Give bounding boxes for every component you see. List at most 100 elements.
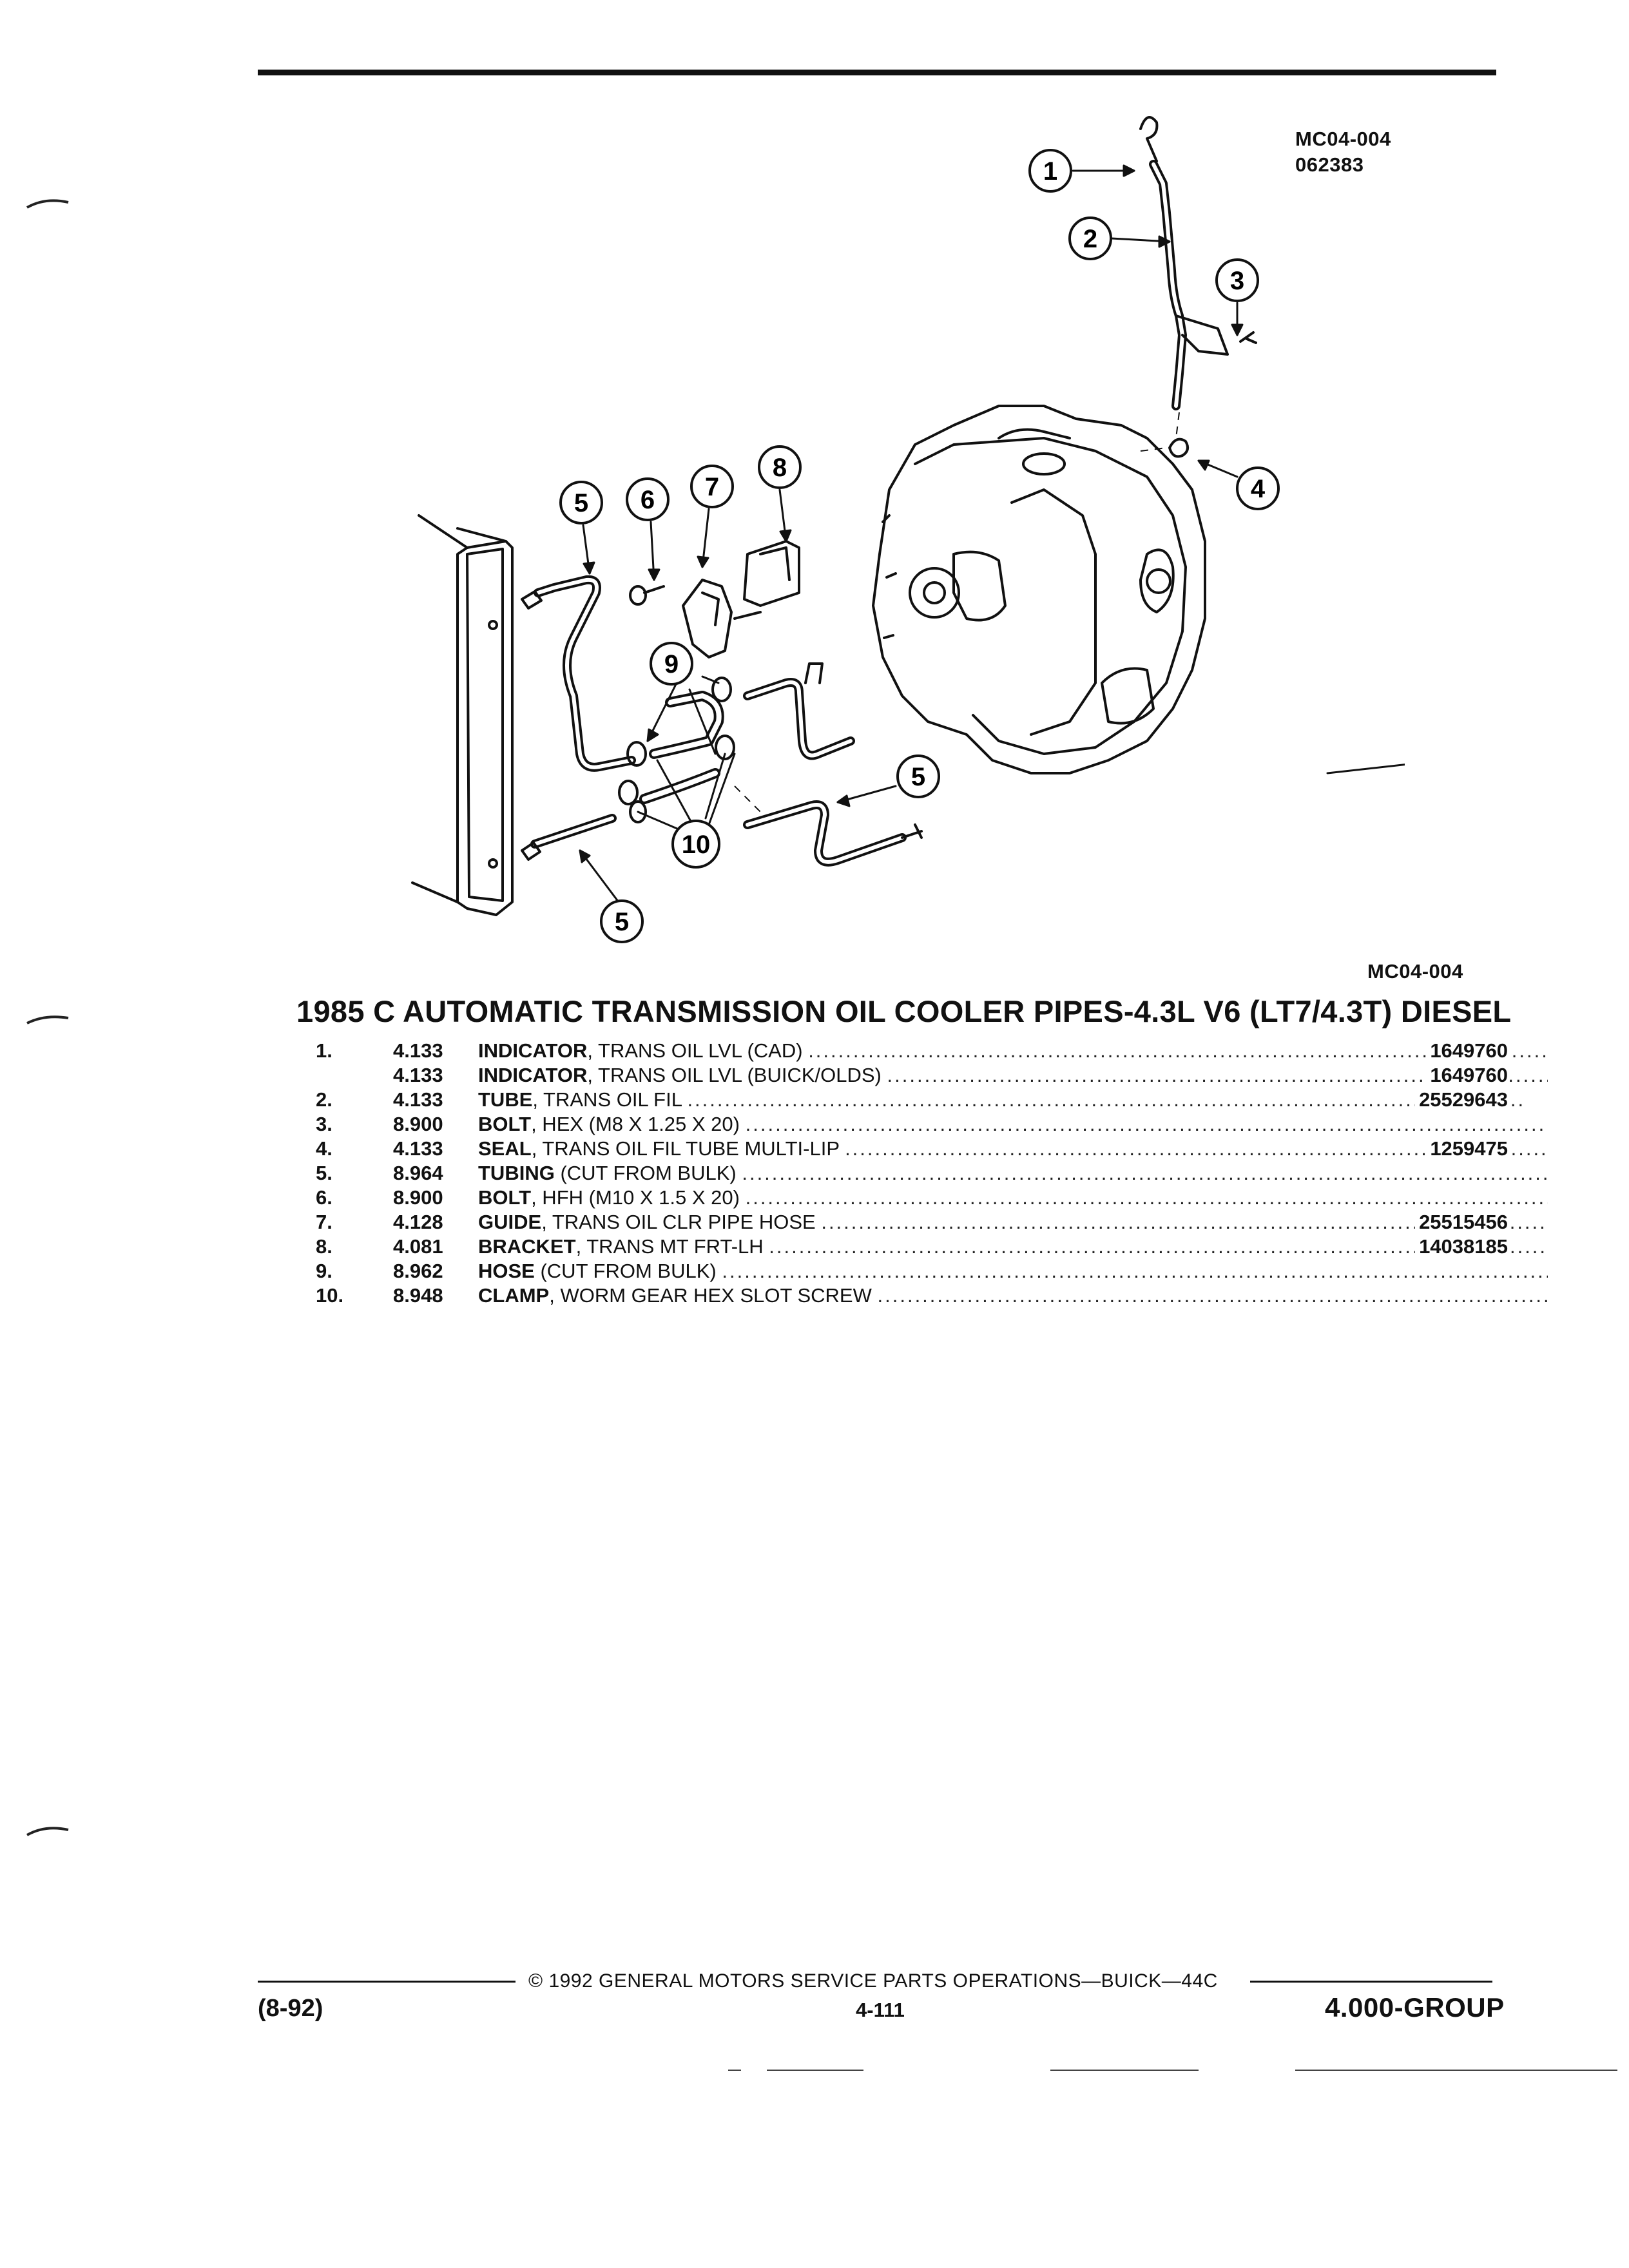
item-number: 4.	[316, 1137, 333, 1160]
figure-date-code: 062383	[1295, 153, 1364, 176]
callout-4: 4	[1236, 466, 1280, 510]
group-number: 8.964	[393, 1162, 443, 1184]
svg-text:6: 6	[641, 486, 655, 514]
callout-5: 5	[896, 754, 940, 798]
svg-text:5: 5	[911, 763, 925, 791]
cooler-line-upper	[521, 575, 636, 772]
list-item: 7. 4.128 GUIDE, TRANS OIL CLR PIPE HOSE …	[296, 1210, 1548, 1235]
callout-1: 1	[1028, 149, 1072, 193]
scan-line	[767, 2070, 863, 2071]
margin-mark	[26, 1015, 69, 1024]
callout-9: 9	[650, 642, 693, 686]
item-number: 5.	[316, 1162, 333, 1184]
svg-text:5: 5	[574, 489, 588, 517]
alignment-dashes	[734, 412, 1180, 812]
item-description: INDICATOR, TRANS OIL LVL (BUICK/OLDS) ..…	[478, 1064, 1548, 1086]
scan-line	[1050, 2070, 1199, 2071]
part-number: 14038185	[1415, 1235, 1508, 1259]
item-description: CLAMP, WORM GEAR HEX SLOT SCREW ........…	[478, 1284, 1548, 1307]
svg-text:5: 5	[615, 908, 629, 936]
item-description: BRACKET, TRANS MT FRT-LH ...............…	[478, 1235, 1548, 1258]
scan-line	[1295, 2070, 1617, 2071]
item-number: 10.	[316, 1284, 344, 1307]
item-description: GUIDE, TRANS OIL CLR PIPE HOSE .........…	[478, 1211, 1548, 1233]
svg-text:1: 1	[1043, 157, 1057, 186]
callout-10: 10	[671, 820, 720, 869]
list-item: 2. 4.133 TUBE, TRANS OIL FIL ...........…	[296, 1088, 1523, 1112]
svg-text:7: 7	[705, 473, 719, 501]
item-number: 6.	[316, 1186, 333, 1209]
item-description: INDICATOR, TRANS OIL LVL (CAD) .........…	[478, 1039, 1548, 1062]
radiator-illustration	[411, 514, 514, 916]
figure-code-top: MC04-004	[1295, 128, 1391, 150]
svg-text:3: 3	[1230, 267, 1244, 295]
cooler-line-lower	[521, 814, 617, 861]
hoses	[639, 691, 724, 804]
svg-text:10: 10	[682, 831, 711, 859]
group-number: 4.133	[393, 1064, 443, 1086]
group-label: 4.000-GROUP	[1325, 1992, 1505, 2023]
list-item: 5. 8.964 TUBING (CUT FROM BULK) ........…	[296, 1161, 1548, 1186]
item-number: 7.	[316, 1211, 333, 1233]
part-number: 25529643	[1415, 1088, 1508, 1112]
list-item: 9. 8.962 HOSE (CUT FROM BULK) ..........…	[296, 1259, 1548, 1283]
group-number: 4.081	[393, 1235, 443, 1258]
svg-text:4: 4	[1251, 475, 1266, 503]
part-number: 1259475	[1426, 1137, 1508, 1161]
fill-tube-assembly	[1139, 116, 1257, 458]
guide-bolt-bracket	[629, 540, 800, 658]
item-number: 1.	[316, 1039, 333, 1062]
footer-rule-right	[1250, 1981, 1492, 1983]
list-item: 4.133 INDICATOR, TRANS OIL LVL (BUICK/OL…	[296, 1063, 1548, 1088]
list-item: 1. 4.133 INDICATOR, TRANS OIL LVL (CAD) …	[296, 1039, 1548, 1063]
parts-list: 1. 4.133 INDICATOR, TRANS OIL LVL (CAD) …	[296, 1039, 1548, 1308]
copyright-line: © 1992 GENERAL MOTORS SERVICE PARTS OPER…	[528, 1970, 1218, 1992]
callout-3: 3	[1215, 258, 1259, 302]
callouts: 1 2 3 4 5 6 7 8 9 10 5 5	[559, 149, 1280, 943]
list-item: 4. 4.133 SEAL, TRANS OIL FIL TUBE MULTI-…	[296, 1137, 1548, 1161]
part-number: 25515456	[1415, 1210, 1508, 1235]
group-number: 8.948	[393, 1284, 443, 1307]
callout-6: 6	[626, 477, 670, 521]
group-number: 4.128	[393, 1211, 443, 1233]
figure-code-bottom: MC04-004	[1367, 960, 1463, 983]
item-description: BOLT, HFH (M10 X 1.5 X 20) .............…	[478, 1186, 1548, 1209]
transmission-case	[872, 405, 1206, 774]
item-number: 9.	[316, 1260, 333, 1282]
item-number: 2.	[316, 1088, 333, 1111]
group-number: 4.133	[393, 1039, 443, 1062]
transmission-pipes	[743, 662, 923, 867]
callout-7: 7	[690, 465, 734, 508]
margin-mark	[26, 1827, 69, 1836]
list-item: 3. 8.900 BOLT, HEX (M8 X 1.25 X 20) ....…	[296, 1112, 1548, 1137]
margin-mark	[26, 199, 69, 209]
section-title: 1985 C AUTOMATIC TRANSMISSION OIL COOLER…	[296, 994, 1512, 1028]
callout-8: 8	[758, 445, 802, 489]
part-number: 1649760	[1426, 1039, 1508, 1063]
revision-date: (8-92)	[258, 1995, 323, 2022]
svg-text:2: 2	[1083, 225, 1097, 253]
part-number: 1649760	[1426, 1063, 1508, 1088]
list-item: 6. 8.900 BOLT, HFH (M10 X 1.5 X 20) ....…	[296, 1186, 1548, 1210]
item-description: TUBING (CUT FROM BULK) .................…	[478, 1162, 1548, 1184]
leader-lines	[579, 164, 1405, 903]
item-number: 3.	[316, 1113, 333, 1135]
list-item: 10. 8.948 CLAMP, WORM GEAR HEX SLOT SCRE…	[296, 1283, 1548, 1308]
list-item: 8. 4.081 BRACKET, TRANS MT FRT-LH ......…	[296, 1235, 1548, 1259]
footer-rule-left	[258, 1981, 516, 1983]
group-number: 8.962	[393, 1260, 443, 1282]
group-number: 4.133	[393, 1137, 443, 1160]
svg-text:8: 8	[773, 454, 787, 482]
callout-2: 2	[1068, 216, 1112, 260]
group-number: 8.900	[393, 1113, 443, 1135]
top-rule	[258, 70, 1496, 75]
group-number: 8.900	[393, 1186, 443, 1209]
item-description: HOSE (CUT FROM BULK) ...................…	[478, 1260, 1548, 1282]
item-description: TUBE, TRANS OIL FIL ....................…	[478, 1088, 1526, 1111]
callout-5: 5	[559, 481, 603, 524]
hose-clamps	[618, 677, 735, 823]
page-number: 4-111	[856, 1999, 905, 2021]
scan-line	[728, 2070, 741, 2071]
callout-5: 5	[600, 899, 644, 943]
item-description: SEAL, TRANS OIL FIL TUBE MULTI-LIP .....…	[478, 1137, 1548, 1160]
